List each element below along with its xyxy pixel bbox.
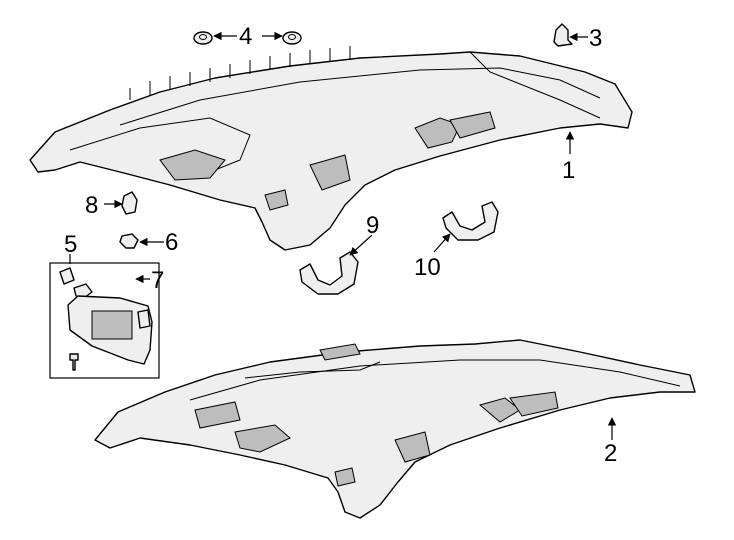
callout-2: 2: [604, 440, 617, 467]
callout-5: 5: [64, 231, 77, 258]
clip-part-3: [553, 23, 573, 47]
callout-10: 10: [414, 254, 441, 281]
callout-9: 9: [366, 212, 379, 239]
headliner-upper: [29, 46, 633, 251]
callout-8: 8: [85, 192, 98, 219]
grab-handle-part-10: [442, 201, 499, 241]
callout-7: 7: [151, 267, 164, 294]
grab-handle-part-9: [299, 251, 359, 295]
grommet-right: [282, 31, 302, 45]
leader-lines: [69, 31, 617, 440]
headliner-lower: [94, 339, 696, 519]
sun-visor-box: [49, 262, 160, 379]
callout-4: 4: [239, 23, 252, 50]
clip-part-8: [121, 191, 138, 215]
callout-6: 6: [165, 229, 178, 256]
callout-1: 1: [562, 157, 575, 184]
callout-3: 3: [589, 25, 602, 52]
bracket-part-6: [119, 233, 139, 249]
grommet-left: [193, 31, 213, 45]
